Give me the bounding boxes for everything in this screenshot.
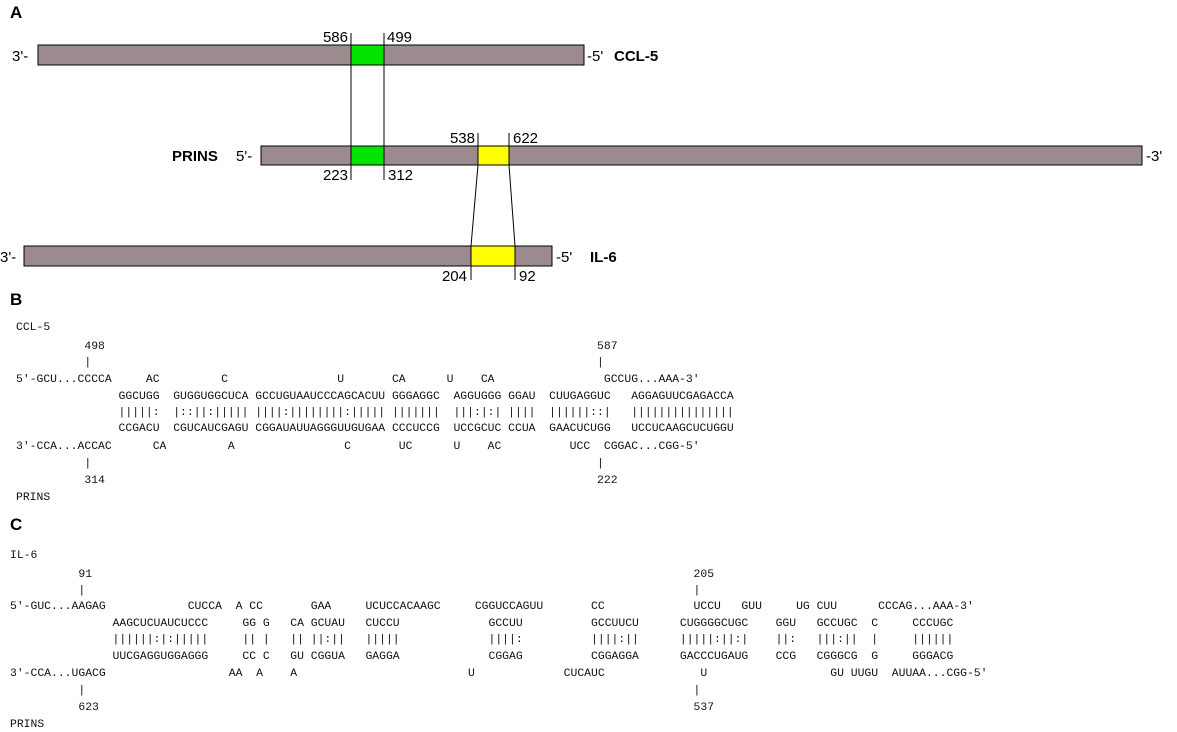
il6-alignment-line: | | bbox=[10, 585, 700, 597]
ccl5-alignment-line: 5'-GCU...CCCCA AC C U CA U CA GCCUG...AA… bbox=[16, 374, 700, 386]
panel-b-alignment: CCL-5 498 587 | | 5'-GCU bbox=[16, 322, 734, 504]
il6-name: IL-6 bbox=[590, 249, 617, 266]
ccl5-alignment-line: |||||: |::||:||||| ||||:||||||||:||||| |… bbox=[16, 407, 734, 419]
il6-alignment-line: 3'-CCA...UGACG AA A A U CUCAUC U GU UUGU… bbox=[10, 668, 987, 680]
il6-alignment-line: 5'-GUC...AAGAG CUCCA A CC GAA UCUCCACAAG… bbox=[10, 601, 974, 613]
il6-alignment-line: PRINS bbox=[10, 719, 44, 731]
ccl5-alignment-line: | | bbox=[16, 357, 604, 369]
panel-c-alignment: IL-6 91 205 | bbox=[10, 550, 987, 731]
panel-label-b: B bbox=[10, 290, 22, 309]
prins-pos-312: 312 bbox=[388, 167, 413, 184]
il6-bar bbox=[23, 245, 553, 267]
ccl5-alignment-line: CCL-5 bbox=[16, 322, 50, 334]
ccl5-alignment-line: | | bbox=[16, 458, 604, 470]
il6-binding-region bbox=[470, 245, 516, 267]
ccl5-binding-region bbox=[350, 44, 385, 66]
connector-line-right-yellow bbox=[508, 164, 516, 247]
il6-alignment-line: AAGCUCUAUCUCCC GG G CA GCUAU CUCCU GCCUU… bbox=[10, 618, 953, 630]
ccl5-right-end: -5' bbox=[587, 48, 603, 65]
panel-label-a: A bbox=[10, 3, 22, 22]
connector-line-left-yellow bbox=[470, 164, 479, 247]
prins-pos-538: 538 bbox=[450, 130, 475, 147]
ccl5-left-end: 3'- bbox=[12, 48, 28, 65]
ccl5-pos-left: 586 bbox=[323, 29, 348, 46]
ccl5-alignment-line: 3'-CCA...ACCAC CA A C UC U AC UCC CGGAC.… bbox=[16, 441, 700, 453]
prins-bar bbox=[260, 145, 1143, 166]
il6-left-end: 3'- bbox=[0, 249, 16, 266]
prins-ccl5-region bbox=[350, 145, 385, 166]
il6-alignment-line: ||||||:|:||||| || | || ||:|| ||||| ||||:… bbox=[10, 634, 953, 646]
panel-label-c: C bbox=[10, 515, 22, 534]
ccl5-bar bbox=[37, 44, 585, 66]
ccl5-alignment-line: GGCUGG GUGGUGGCUCA GCCUGUAAUCCCAGCACUU G… bbox=[16, 391, 734, 403]
il6-alignment-line: 91 205 bbox=[10, 569, 714, 581]
panel-a-schematic: 3'- -5' CCL-5 586 499 PRINS 5'- -3' 223 … bbox=[0, 29, 1162, 285]
il6-alignment-line: UUCGAGGUGGAGGG CC C GU CGGUA GAGGA CGGAG… bbox=[10, 651, 953, 663]
il6-alignment-line: 623 537 bbox=[10, 702, 714, 714]
prins-il6-region bbox=[477, 145, 510, 166]
prins-pos-223: 223 bbox=[323, 167, 348, 184]
ccl5-alignment-line: 498 587 bbox=[16, 341, 618, 353]
il6-alignment-line: | | bbox=[10, 685, 700, 697]
il6-pos-right: 92 bbox=[519, 268, 536, 285]
prins-pos-622: 622 bbox=[513, 130, 538, 147]
ccl5-alignment-line: 314 222 bbox=[16, 475, 618, 487]
ccl5-alignment-line: PRINS bbox=[16, 492, 50, 504]
prins-name: PRINS bbox=[172, 148, 218, 165]
prins-right-end: -3' bbox=[1146, 148, 1162, 165]
il6-pos-left: 204 bbox=[442, 268, 467, 285]
ccl5-pos-right: 499 bbox=[387, 29, 412, 46]
ccl5-alignment-line: CCGACU CGUCAUCGAGU CGGAUAUUAGGGUUGUGAA C… bbox=[16, 423, 734, 435]
ccl5-name: CCL-5 bbox=[614, 48, 658, 65]
il6-right-end: -5' bbox=[556, 249, 572, 266]
prins-left-end: 5'- bbox=[236, 148, 252, 165]
il6-alignment-line: IL-6 bbox=[10, 550, 38, 562]
